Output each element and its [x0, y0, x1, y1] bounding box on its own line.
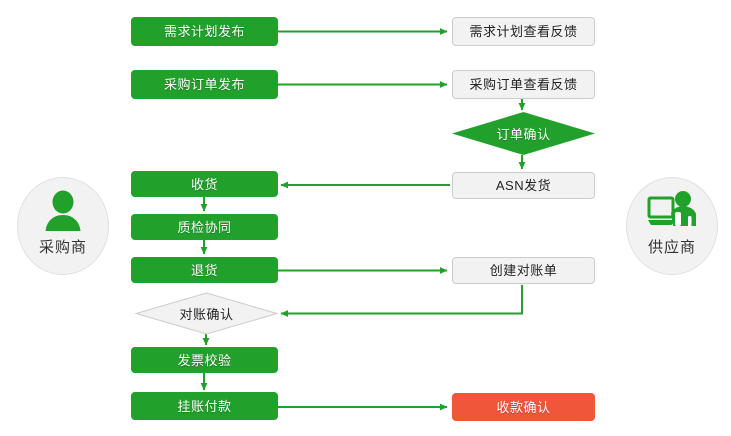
node-receive-goods[interactable]: 收货 [131, 171, 278, 197]
node-order-confirm[interactable]: 订单确认 [452, 112, 595, 155]
node-label: 订单确认 [496, 127, 551, 142]
node-statement-confirm[interactable]: 对账确认 [135, 292, 278, 335]
node-label: ASN发货 [495, 178, 552, 193]
node-asn-ship[interactable]: ASN发货 [452, 172, 595, 199]
wire-statement-to-confirm [280, 285, 523, 317]
node-label: 需求计划发布 [163, 24, 245, 39]
actor-buyer-label: 采购商 [38, 239, 87, 256]
node-label: 退货 [190, 262, 218, 278]
node-invoice-check[interactable]: 发票校验 [131, 347, 278, 373]
node-label: 对账确认 [179, 307, 234, 322]
node-create-statement[interactable]: 创建对账单 [452, 257, 595, 284]
node-quality-collab[interactable]: 质检协同 [131, 214, 278, 240]
node-label: 发票校验 [177, 352, 232, 368]
node-label: 创建对账单 [489, 263, 558, 278]
node-label: 收款确认 [496, 399, 551, 415]
node-label: 质检协同 [177, 219, 232, 235]
node-label: 采购订单发布 [163, 77, 245, 92]
person-icon [37, 190, 89, 234]
node-label: 收货 [190, 176, 218, 192]
node-demand-plan-feedback[interactable]: 需求计划查看反馈 [452, 17, 595, 46]
node-po-feedback[interactable]: 采购订单查看反馈 [452, 70, 595, 99]
actor-supplier-label: 供应商 [647, 239, 696, 256]
node-label: 采购订单查看反馈 [469, 77, 578, 92]
node-receipt-confirm[interactable]: 收款确认 [452, 393, 595, 421]
node-return-goods[interactable]: 退货 [131, 257, 278, 283]
actor-supplier[interactable]: 供应商 [626, 177, 718, 275]
person-at-computer-icon [646, 190, 698, 234]
node-label: 挂账付款 [177, 398, 232, 414]
actor-buyer[interactable]: 采购商 [17, 177, 109, 275]
node-po-publish[interactable]: 采购订单发布 [131, 70, 278, 99]
node-label: 需求计划查看反馈 [469, 24, 578, 39]
node-demand-plan-publish[interactable]: 需求计划发布 [131, 17, 278, 46]
node-payable-payment[interactable]: 挂账付款 [131, 392, 278, 420]
